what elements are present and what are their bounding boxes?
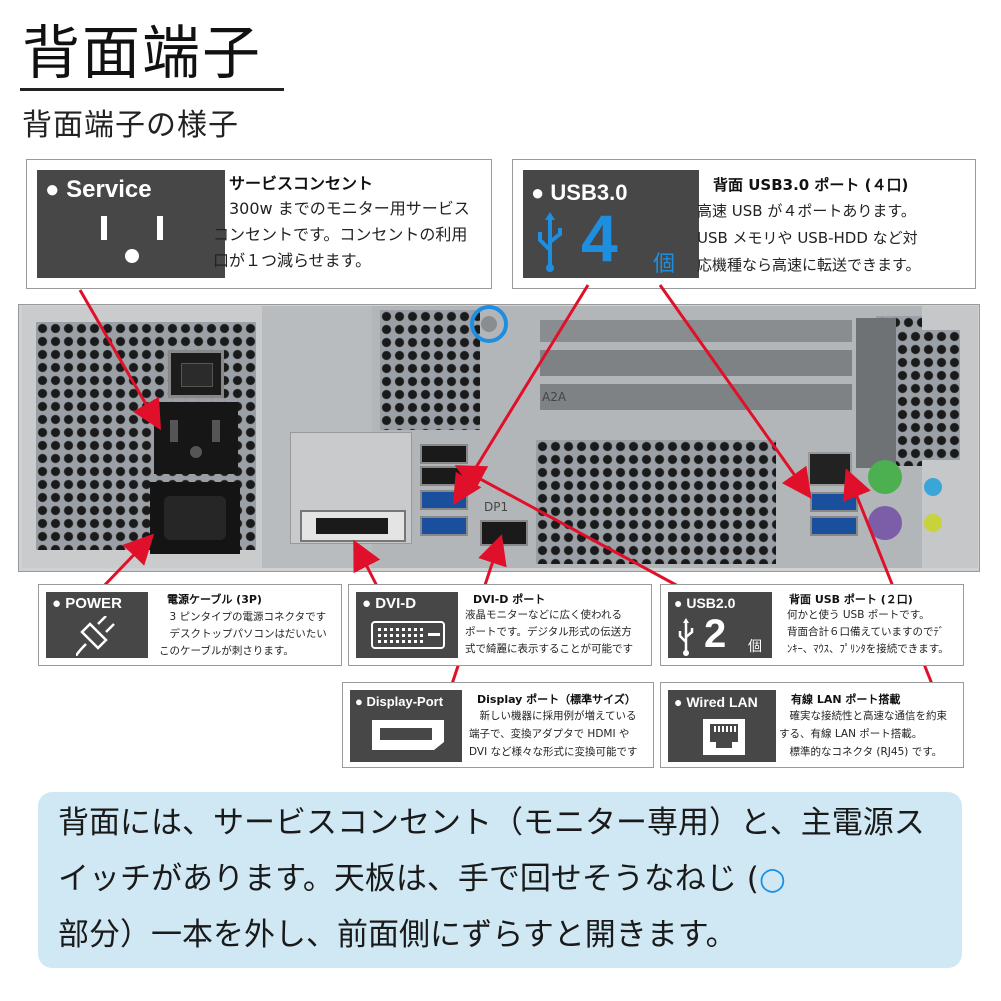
circle-marker: ○: [758, 861, 786, 897]
displayport-heading: Display ポート（標準サイズ）: [477, 693, 636, 706]
usb-icon: [678, 618, 694, 656]
line-in-jack: [924, 478, 942, 496]
usb2-port-1: [420, 444, 468, 464]
lan-heading: 有線 LAN ポート搭載: [791, 693, 901, 706]
power-inlet: [150, 482, 240, 554]
note-text-before: 背面には、サービスコンセント（モニター専用）と、主電源スイッチがあります。天板は…: [58, 805, 925, 897]
slot-cover-1: [540, 320, 852, 342]
outlet-icon: [101, 216, 163, 263]
thumb-screw-highlight: [470, 305, 508, 343]
power-tile: ● POWER: [46, 592, 148, 658]
usb2-count: 2: [704, 612, 727, 656]
right-edge-vent: [896, 330, 960, 460]
usb2-tile-label: ● USB2.0: [674, 595, 736, 611]
power-heading: 電源ケーブル (3P): [167, 593, 262, 606]
displayport-callout: ● Display-Port Display ポート（標準サイズ） 新しい機器に…: [342, 682, 654, 768]
page-subtitle: 背面端子の様子: [22, 108, 239, 143]
usb2-unit: 個: [748, 638, 762, 654]
slot-cover-2: [540, 350, 852, 376]
displayport-tile: ● Display-Port: [350, 690, 462, 762]
service-callout: ● Service サービスコンセント 300w までのモニター用サービス コン…: [26, 159, 492, 289]
dvi-heading: DVI-D ポート: [473, 593, 546, 606]
service-tile: ● Service: [37, 170, 225, 278]
usb3-heading: 背面 USB3.0 ポート (４口): [713, 176, 909, 194]
service-tile-label: ● Service: [45, 176, 152, 203]
dvi-tile: ● DVI-D: [356, 592, 458, 658]
ps2-mouse-port: [868, 460, 902, 494]
arrow-usb2: [454, 465, 679, 588]
slot-bracket: [856, 318, 896, 468]
usb3-body: 高速 USB が４ポートあります。 USB メモリや USB-HDD など対 応…: [697, 202, 921, 274]
dvi-tile-label: ● DVI-D: [362, 595, 417, 612]
plug-icon: [76, 616, 115, 656]
service-body: 300w までのモニター用サービス コンセントです。コンセントの利用 口が１つ減…: [213, 199, 470, 270]
power-body: 3 ピンタイプの電源コネクタです デスクトップパソコンはだいたい このケーブルが…: [159, 611, 327, 657]
arrow-usb3-left: [452, 284, 590, 506]
arrow-usb3-right: [658, 284, 812, 499]
page-title: 背面端子: [22, 19, 263, 87]
arrow-service: [78, 289, 162, 431]
power-callout: ● POWER 電源ケーブル (3P) 3 ピンタイプの電源コネクタです デスク…: [38, 584, 342, 666]
dvi-port: [300, 510, 406, 542]
usb3-count: 4: [581, 201, 618, 275]
lan-tile-label: ● Wired LAN: [674, 694, 758, 710]
lan-body: 確実な接続性と高速な通信を約束 する、有線 LAN ポート搭載。 標準的なコネク…: [779, 710, 947, 758]
top-vent: [380, 310, 480, 430]
displayport-icon: [372, 720, 444, 750]
usb3-tile-label: ● USB3.0: [531, 180, 628, 205]
usb2-callout: ● USB2.0 2 個 背面 USB ポート (２口) 何かと使う USB ポ…: [660, 584, 964, 666]
dvi-icon: [371, 621, 445, 649]
lower-vent: [536, 440, 776, 564]
usb2-body: 何かと使う USB ポートです。 背面合計６口備えていますのでﾃﾞ ﾝｷｰ、ﾏｳ…: [787, 609, 949, 655]
dvi-body: 液晶モニターなどに広く使われる ポートです。デジタル形式の伝送方 式で綺麗に表示…: [465, 609, 633, 655]
usb3-port-4: [810, 516, 858, 536]
arrow-power: [98, 533, 155, 592]
usb2-heading: 背面 USB ポート (２口): [789, 593, 913, 606]
note-panel: [38, 792, 962, 968]
usb3-unit: 個: [653, 251, 676, 276]
displayport-body: 新しい機器に採用例が増えている 端子で、変換アダプタで HDMI や DVI な…: [469, 710, 638, 758]
note-text: 背面には、サービスコンセント（モニター専用）と、主電源スイッチがあります。天板は…: [58, 795, 938, 963]
displayport-tile-label: ● Display-Port: [355, 694, 444, 709]
usb3-port-2: [420, 516, 468, 536]
arrow-dvi: [353, 539, 381, 589]
lan-callout: ● Wired LAN 有線 LAN ポート搭載 確実な接続性と高速な通信を約束…: [660, 682, 964, 768]
service-outlet: [154, 402, 238, 474]
lan-tile: ● Wired LAN: [668, 690, 776, 762]
dp-label: DP1: [484, 500, 509, 514]
usb2-tile: ● USB2.0 2 個: [668, 592, 772, 658]
power-tile-label: ● POWER: [52, 595, 122, 612]
line-out-jack: [924, 514, 942, 532]
usb-icon: [538, 212, 562, 272]
title-underline: [20, 88, 284, 91]
slot-cover-3: [540, 384, 852, 410]
usb3-callout: ● USB3.0 4 個 背面 USB3.0 ポート (４口) 高速 USB が…: [512, 159, 976, 289]
note-text-after: 部分）一本を外し、前面側にずらすと開きます。: [58, 917, 737, 953]
usb3-tile: ● USB3.0 4 個: [523, 170, 699, 278]
dvi-callout: ● DVI-D DVI-D ポート 液晶モニターなどに広く使われる ポートです。…: [348, 584, 652, 666]
ethernet-icon: [703, 719, 745, 755]
power-switch: [168, 350, 224, 398]
service-heading: サービスコンセント: [229, 174, 374, 193]
slot-label: A2A: [542, 390, 567, 404]
